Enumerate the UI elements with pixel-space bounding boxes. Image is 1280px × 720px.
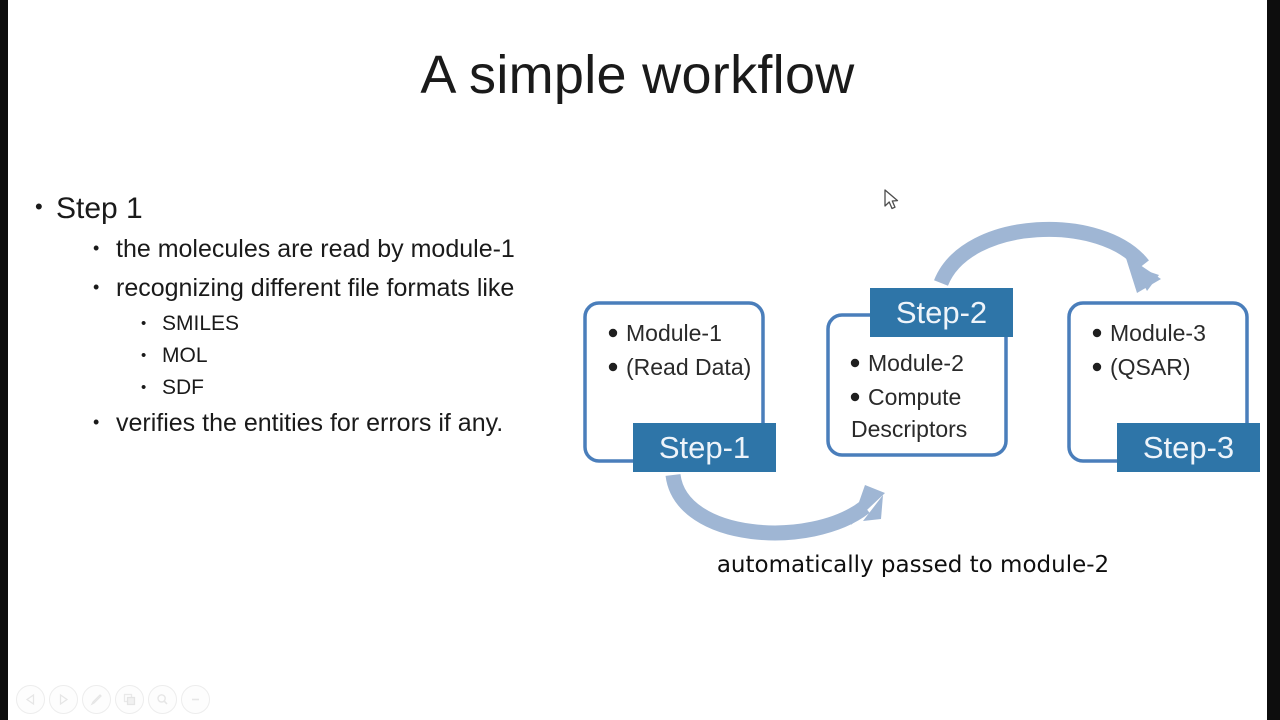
bullet-text: SMILES: [162, 312, 240, 336]
bullet-format-mol: • MOL: [138, 342, 550, 370]
bullet-list-level2: • the molecules are read by module-1 • r…: [30, 233, 550, 304]
diagram-step-1: Module-1 (Read Data) Step-1: [583, 301, 776, 472]
bullet-dot-icon: [608, 328, 618, 338]
diagram-caption: automatically passed to module-2: [716, 552, 1110, 578]
bullet-format-sdf: • SDF: [138, 374, 550, 402]
bullet-verifies-entities: • verifies the entities for errors if an…: [90, 407, 550, 440]
bullet-outline: • Step 1 • the molecules are read by mod…: [30, 190, 550, 446]
bullet-step-1: • Step 1: [30, 190, 550, 227]
copy-icon: [123, 693, 136, 706]
step-2-item-2-line1: Compute: [868, 384, 961, 410]
bullet-text: the molecules are read by module-1: [116, 235, 515, 264]
player-toolbar: [16, 685, 210, 714]
bullet-list-level3: • SMILES • MOL • SDF: [30, 310, 550, 401]
page-title: A simple workflow: [420, 45, 855, 105]
minimize-button[interactable]: [181, 685, 210, 714]
step-3-label: Step-3: [1143, 430, 1234, 465]
magnifier-icon: [157, 694, 168, 705]
annotate-button[interactable]: [82, 685, 111, 714]
bullet-dot-icon: •: [141, 315, 147, 333]
triangle-left-icon: [25, 693, 35, 706]
bullet-text: Step 1: [56, 192, 143, 225]
step-2-item-1: Module-2: [868, 350, 964, 376]
bullet-format-smiles: • SMILES: [138, 310, 550, 338]
triangle-right-icon: [59, 693, 69, 706]
bullet-dot-icon: [850, 358, 860, 368]
step-1-label-box: [633, 423, 776, 472]
bullet-dot-icon: •: [93, 238, 100, 259]
bullet-dot-icon: [608, 362, 618, 372]
bullet-dot-icon: •: [93, 412, 100, 433]
step-2-item-2-line2: Descriptors: [851, 416, 967, 442]
pen-icon: [90, 694, 102, 706]
slide-canvas: A simple workflow • Step 1 • the molecul…: [8, 0, 1267, 720]
minus-icon: [192, 698, 199, 701]
bullet-text: MOL: [162, 343, 208, 367]
step-2-label: Step-2: [896, 295, 987, 330]
bullet-text: recognizing different file formats like: [116, 273, 515, 302]
bullet-text: verifies the entities for errors if any.: [116, 409, 504, 438]
previous-button[interactable]: [16, 685, 45, 714]
arrow-step1-to-step2-icon: [665, 473, 885, 541]
step-1-item-1: Module-1: [626, 320, 722, 346]
bullet-list-level2-continued: • verifies the entities for errors if an…: [30, 407, 550, 440]
workflow-diagram: Module-1 (Read Data) Step-1 Module-2 Com…: [563, 175, 1263, 595]
bullet-dot-icon: [850, 392, 860, 402]
step-3-item-2: (QSAR): [1110, 354, 1191, 380]
zoom-button[interactable]: [148, 685, 177, 714]
step-1-label: Step-1: [659, 430, 750, 465]
bullet-dot-icon: •: [93, 276, 100, 297]
bullet-list-level1: • Step 1: [30, 190, 550, 227]
step-3-item-1: Module-3: [1110, 320, 1206, 346]
arrow-step2-to-step3-icon: [934, 221, 1161, 293]
bullet-dot-icon: •: [141, 346, 147, 364]
diagram-step-2: Module-2 Compute Descriptors Step-2: [826, 288, 1013, 457]
bullet-file-formats: • recognizing different file formats lik…: [90, 272, 550, 305]
step-3-label-box: [1117, 423, 1260, 472]
bullet-text: SDF: [162, 375, 204, 399]
bullet-dot-icon: [1092, 328, 1102, 338]
slides-button[interactable]: [115, 685, 144, 714]
bullet-dot-icon: [1092, 362, 1102, 372]
bullet-dot-icon: •: [141, 378, 147, 396]
bullet-molecules-read: • the molecules are read by module-1: [90, 233, 550, 266]
step-2-label-box: [870, 288, 1013, 337]
bullet-dot-icon: •: [35, 194, 43, 219]
diagram-step-3: Module-3 (QSAR) Step-3: [1067, 301, 1260, 472]
play-button[interactable]: [49, 685, 78, 714]
step-1-item-2: (Read Data): [626, 354, 751, 380]
